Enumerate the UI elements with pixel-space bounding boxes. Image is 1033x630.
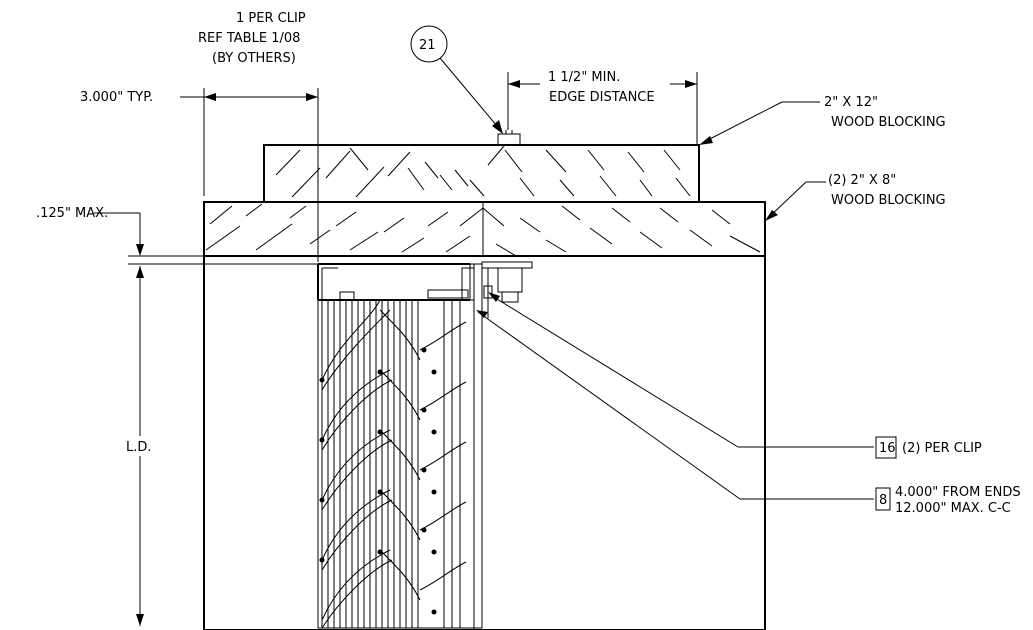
- balloon-21-label: 21: [419, 38, 436, 53]
- clip-note-line1: 1 PER CLIP: [236, 11, 306, 26]
- callout-16: 16 (2) PER CLIP: [488, 292, 982, 459]
- fastener-line1: 4.000" FROM ENDS: [895, 485, 1021, 500]
- ld-label: L.D.: [126, 440, 152, 455]
- tag-8-box: [875, 487, 891, 511]
- tag-8-label: 8: [879, 493, 887, 508]
- balloon-21: [410, 25, 448, 63]
- wood-blocking-top: [263, 144, 700, 203]
- spring-coils: [321, 299, 467, 629]
- dim-max-gap: .125" MAX.: [36, 206, 318, 265]
- blocking-lower-line1: (2) 2" X 8": [828, 173, 896, 188]
- per-clip-label: (2) PER CLIP: [902, 441, 982, 456]
- dim-edge-distance: 1 1/2" MIN. EDGE DISTANCE: [507, 70, 698, 145]
- max-gap-label: .125" MAX.: [36, 206, 108, 221]
- tag-16-label: 16: [879, 441, 896, 456]
- callout-8: 8 4.000" FROM ENDS 12.000" MAX. C-C: [476, 310, 1021, 516]
- fastener-line2: 12.000" MAX. C-C: [895, 501, 1011, 516]
- dim-ld: L.D.: [126, 266, 154, 626]
- wood-hatch-lower: [205, 203, 761, 257]
- blocking-lower-line2: WOOD BLOCKING: [831, 193, 946, 208]
- leader-blocking-lower: (2) 2" X 8" WOOD BLOCKING: [765, 173, 946, 221]
- top-fastener: [497, 130, 521, 146]
- wood-blocking-lower: [203, 201, 766, 257]
- wood-hatch-top: [275, 145, 691, 198]
- callout-21: 1 PER CLIP REF TABLE 1/08 (BY OTHERS) 21: [198, 11, 503, 134]
- curtain-slats: [321, 300, 461, 628]
- blocking-top-line1: 2" X 12": [824, 95, 878, 110]
- clip-note-line3: (BY OTHERS): [212, 51, 296, 66]
- tag-16-box: [875, 436, 897, 459]
- coil-assembly: [317, 263, 483, 630]
- edge-distance-line2: EDGE DISTANCE: [549, 90, 655, 105]
- clip-note-line2: REF TABLE 1/08: [198, 31, 300, 46]
- edge-distance-line1: 1 1/2" MIN.: [548, 70, 620, 85]
- leader-blocking-top: 2" X 12" WOOD BLOCKING: [699, 95, 946, 145]
- blocking-top-line2: WOOD BLOCKING: [831, 115, 946, 130]
- spring-ends: [319, 347, 437, 615]
- dim-typ: 3.000" TYP.: [80, 88, 319, 262]
- dim-typ-label: 3.000" TYP.: [80, 90, 153, 105]
- clip-angle: [481, 261, 533, 318]
